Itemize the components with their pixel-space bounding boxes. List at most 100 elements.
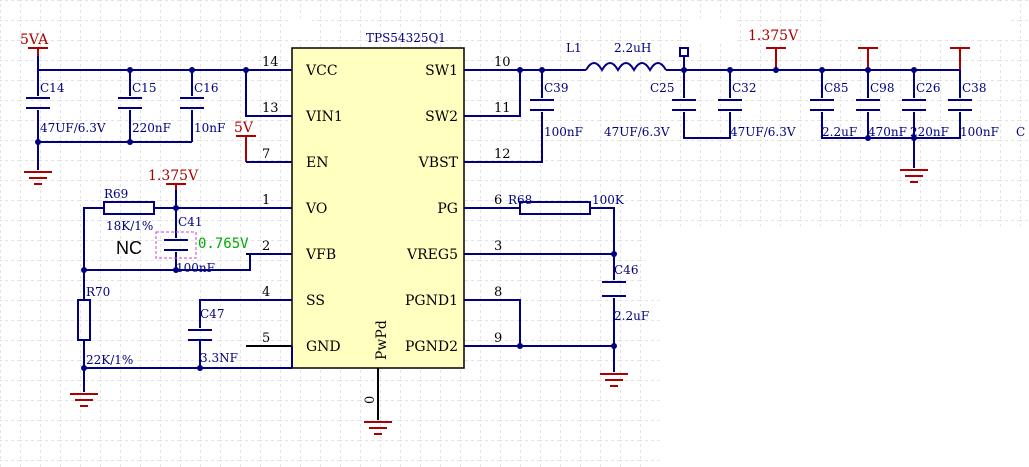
label-c25-val: 47UF/6.3V: [604, 125, 670, 139]
label-nc: NC: [116, 238, 142, 258]
pin-name: SW2: [425, 109, 458, 125]
power-out: 1.375V: [748, 28, 799, 44]
label-c15-ref: C15: [132, 81, 156, 95]
power-vo: 1.375V: [148, 168, 199, 184]
pin-name: SW1: [425, 63, 458, 79]
pin-number: 11: [494, 101, 511, 116]
label-c41-val: 100nF: [176, 261, 215, 275]
pin-name: VREG5: [406, 247, 458, 263]
cap-c46: [602, 281, 626, 297]
cap-c32: [718, 99, 742, 111]
pin-number: 9: [494, 331, 502, 346]
pin-name: PG: [437, 201, 458, 217]
power-5va: 5VA: [20, 32, 49, 48]
label-c41-ref: C41: [178, 215, 202, 229]
pin-name: GND: [306, 339, 341, 355]
cap-c14: [26, 97, 50, 109]
label-c32-ref: C32: [732, 81, 756, 95]
pin-name: VFB: [305, 247, 336, 263]
grounds: [24, 169, 928, 435]
pin-number: 12: [494, 147, 511, 162]
label-c16-ref: C16: [194, 81, 218, 95]
label-c85-val: 2.2uF: [822, 125, 857, 139]
inductor-l1: [585, 47, 689, 73]
power-5v-en: 5V: [234, 120, 254, 136]
cap-c16: [180, 97, 204, 109]
res-r70: [77, 299, 91, 341]
resistors: [77, 201, 591, 341]
label-c47-ref: C47: [200, 307, 224, 321]
label-c47-val: 3.3NF: [200, 351, 238, 365]
pin-name: PGND1: [405, 293, 458, 309]
mask-top-3: [826, 4, 1008, 40]
cap-c85: [810, 99, 834, 111]
pin-number: 3: [494, 239, 502, 254]
mask-right-2: [646, 226, 730, 298]
label-c39-val: 100nF: [544, 125, 583, 139]
pin-name: SS: [306, 293, 325, 309]
pin-name: VBST: [418, 155, 459, 171]
cap-c41: [164, 239, 188, 251]
ic-center-label: PwPd: [374, 320, 390, 360]
pin-name: PGND2: [405, 339, 458, 355]
label-c38-ref: C38: [962, 81, 986, 95]
label-c26-val: 220nF: [910, 125, 949, 139]
label-r69-ref: R69: [104, 187, 128, 201]
ground-icon: [900, 169, 928, 183]
label-probe: 0.765V: [198, 236, 249, 252]
mask-top-2: [688, 18, 734, 42]
label-c14-ref: C14: [40, 81, 65, 95]
wires: [37, 48, 961, 392]
pin-number: 14: [262, 55, 279, 70]
cap-c25: [672, 99, 696, 111]
ic-tps54325q1: TPS54325Q1 PwPd 0 14VCC13VIN17EN1VO2VFB4…: [246, 31, 520, 420]
ground-icon: [364, 421, 392, 435]
label-c38-val: 100nF: [960, 125, 999, 139]
cap-c38: [948, 99, 972, 111]
capacitors: [26, 97, 972, 341]
cap-c39: [530, 99, 554, 111]
label-r70-val: 22K/1%: [86, 353, 133, 367]
pin-number: 1: [262, 193, 270, 208]
pin-name: VIN1: [305, 109, 343, 125]
label-c39-ref: C39: [544, 81, 568, 95]
label-r70-ref: R70: [86, 285, 110, 299]
pin-number: 5: [262, 331, 270, 346]
mask-top: [290, 18, 312, 40]
label-c26-ref: C26: [916, 81, 940, 95]
pin-name: VCC: [305, 63, 338, 79]
junctions: [35, 67, 917, 371]
pin-number: 8: [494, 285, 502, 300]
label-c14-val: 47UF/6.3V: [40, 121, 106, 135]
mask-right-3: [660, 298, 730, 467]
res-r68: [519, 201, 591, 215]
label-c46-ref: C46: [614, 263, 638, 277]
label-l1-ref: L1: [566, 41, 582, 55]
label-r68-ref: R68: [508, 193, 532, 207]
ground-icon: [70, 393, 98, 407]
ground-icon: [24, 171, 52, 185]
label-c98-ref: C98: [870, 81, 894, 95]
label-c46-val: 2.2uF: [614, 309, 649, 323]
ic-bottom-pin-num: 0: [363, 396, 378, 404]
pin-name: EN: [306, 155, 328, 171]
res-r69: [103, 201, 155, 215]
ic-name: TPS54325Q1: [366, 31, 446, 45]
label-c16-val: 10nF: [194, 121, 225, 135]
cap-c98: [856, 99, 880, 111]
pin-name: VO: [305, 201, 327, 217]
label-c32-val: 47UF/6.3V: [730, 125, 796, 139]
cap-c15: [118, 97, 142, 109]
label-c85-ref: C85: [824, 81, 848, 95]
label-l1-val: 2.2uH: [614, 41, 651, 55]
cap-c26: [902, 99, 926, 111]
power-flags: [28, 47, 970, 190]
pin-number: 13: [262, 101, 279, 116]
nc-marker-box: [155, 231, 197, 259]
pin-number: 4: [262, 285, 270, 300]
ground-icon: [600, 373, 628, 387]
label-c98-val: 470nF: [868, 125, 907, 139]
mask-right: [730, 226, 1029, 467]
